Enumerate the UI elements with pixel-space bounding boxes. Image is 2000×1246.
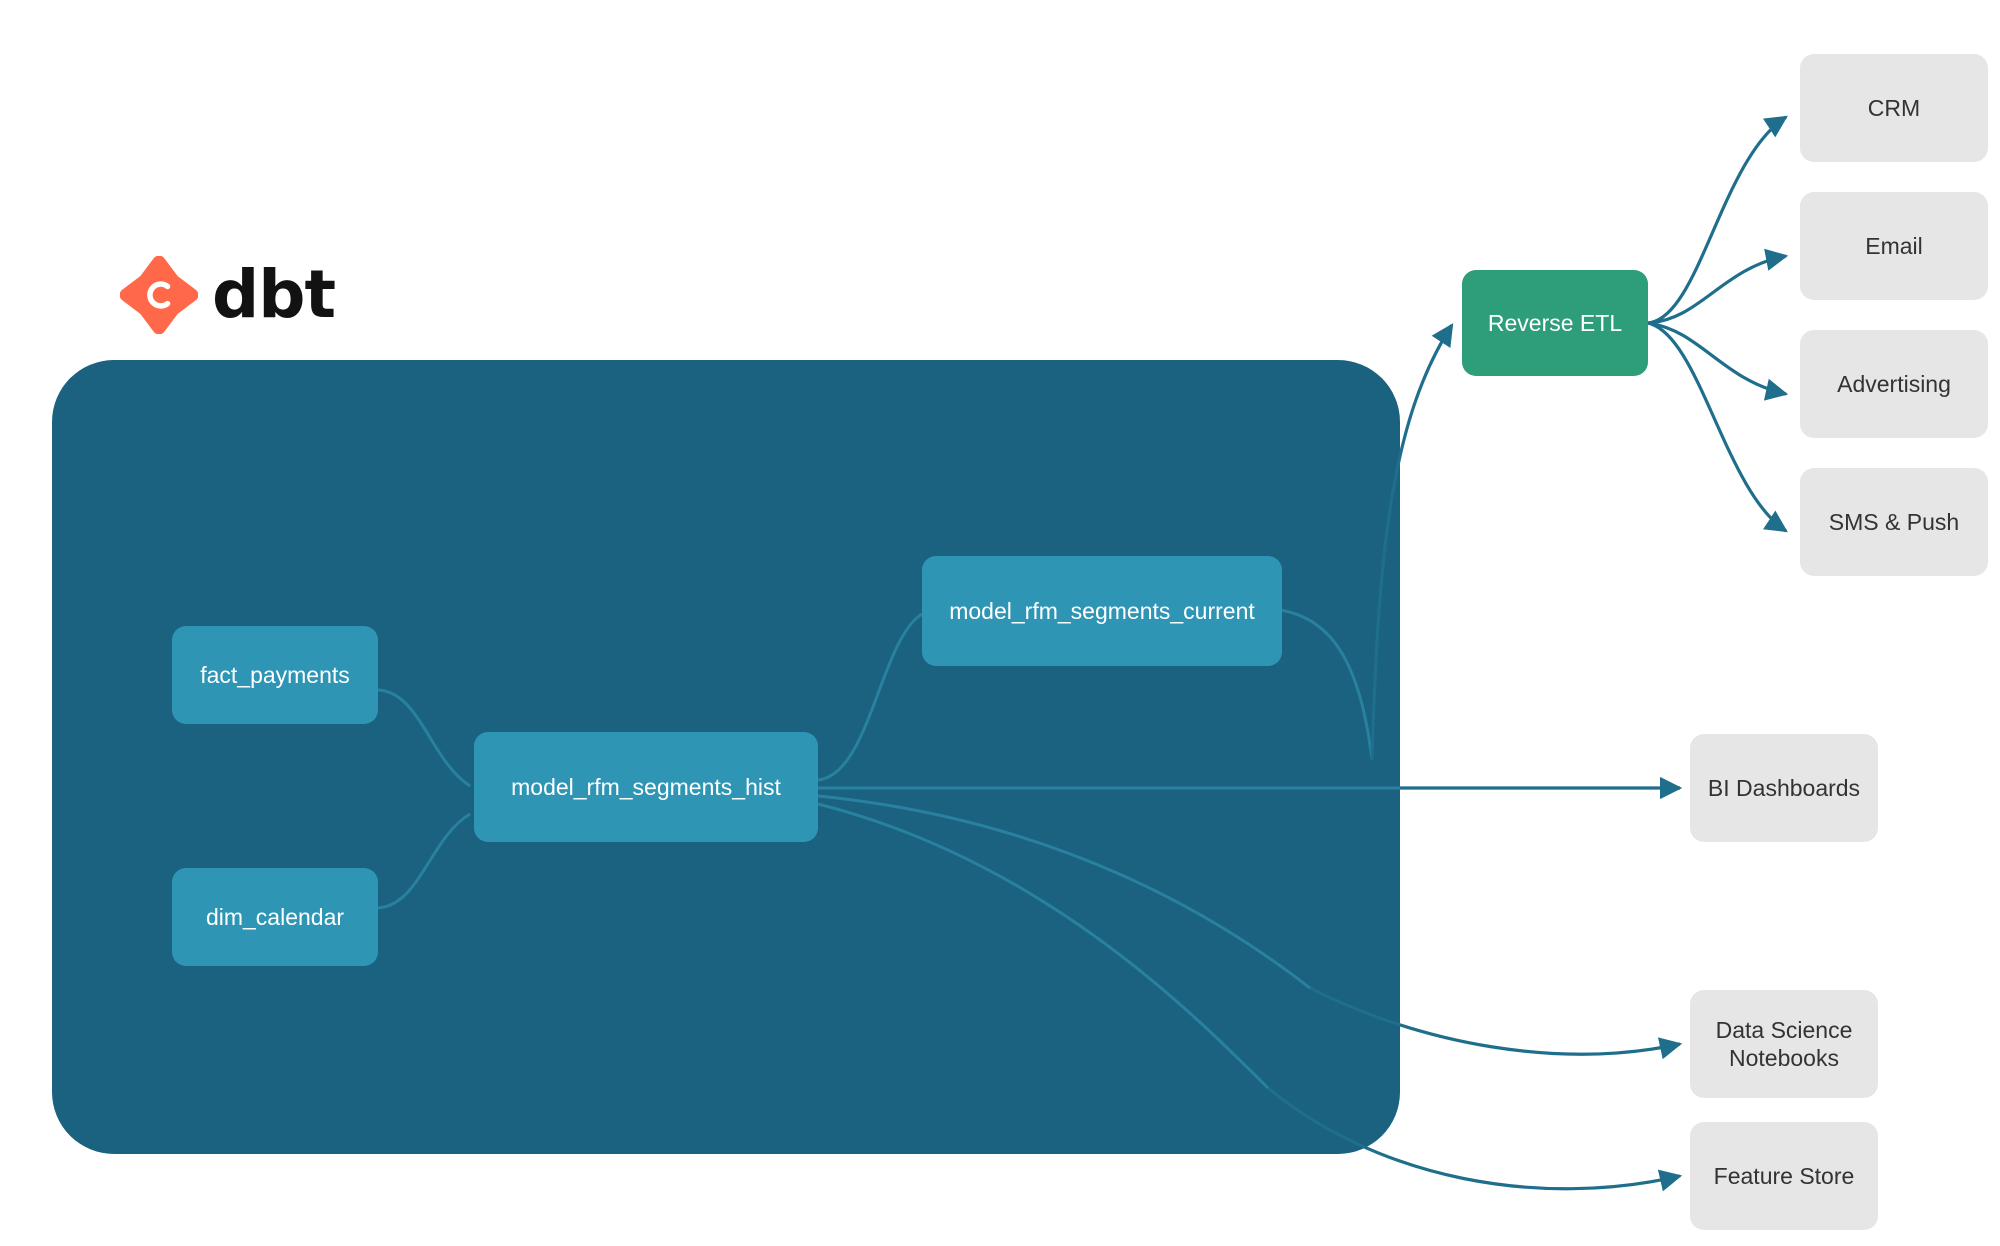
edge-reverse-etl-to-sms-push (1647, 321, 1788, 533)
edge-current-to-reverse-etl (1370, 323, 1454, 761)
node-fact-payments[interactable]: fact_payments (172, 626, 378, 724)
edge-hist-fs-inner-run (817, 802, 1270, 1090)
node-advertising[interactable]: Advertising (1800, 330, 1988, 438)
edge-reverse-etl-to-email (1647, 248, 1789, 325)
node-label-crm: CRM (1867, 94, 1921, 121)
node-crm[interactable]: CRM (1800, 54, 1988, 162)
node-reverse-etl[interactable]: Reverse ETL (1462, 270, 1648, 376)
node-label-data-science-notebooks: Data Science Notebooks (1716, 1016, 1853, 1072)
node-label-model-rfm-segments-current: model_rfm_segments_current (949, 597, 1255, 624)
edge-current-inner-run (1279, 608, 1374, 761)
node-label-model-rfm-segments-hist: model_rfm_segments_hist (511, 773, 781, 800)
node-label-fact-payments: fact_payments (200, 661, 350, 688)
edge-reverse-etl-to-crm (1647, 115, 1788, 325)
node-label-feature-store: Feature Store (1713, 1162, 1855, 1189)
node-model-rfm-segments-hist[interactable]: model_rfm_segments_hist (474, 732, 818, 842)
edge-dim-calendar-to-hist (377, 812, 471, 910)
dbt-wordmark: dbt (212, 256, 336, 333)
node-model-rfm-segments-current[interactable]: model_rfm_segments_current (922, 556, 1282, 666)
node-email[interactable]: Email (1800, 192, 1988, 300)
edge-hist-to-feature-store (1266, 1086, 1683, 1192)
node-label-line-2: Notebooks (1729, 1045, 1839, 1071)
node-label-reverse-etl: Reverse ETL (1487, 309, 1623, 336)
node-label-sms-push: SMS & Push (1828, 508, 1960, 535)
node-bi-dashboards[interactable]: BI Dashboards (1690, 734, 1878, 842)
node-label-bi-dashboards: BI Dashboards (1707, 774, 1861, 801)
node-feature-store[interactable]: Feature Store (1690, 1122, 1878, 1230)
edge-hist-ds-inner-run (817, 794, 1311, 990)
node-sms-push[interactable]: SMS & Push (1800, 468, 1988, 576)
edge-hist-to-data-science-notebooks (1309, 986, 1683, 1060)
node-dim-calendar[interactable]: dim_calendar (172, 868, 378, 966)
dbt-mark-icon (119, 255, 199, 335)
node-data-science-notebooks[interactable]: Data Science Notebooks (1690, 990, 1878, 1098)
dbt-logo: dbt (119, 255, 336, 335)
edge-hist-to-current (817, 612, 923, 782)
edge-reverse-etl-to-advertising (1647, 321, 1789, 401)
node-label-email: Email (1865, 232, 1923, 259)
edge-fact-payments-to-hist (377, 688, 471, 788)
node-label-dim-calendar: dim_calendar (205, 903, 345, 930)
node-label-advertising: Advertising (1837, 370, 1951, 397)
node-label-line-1: Data Science (1715, 1016, 1853, 1043)
